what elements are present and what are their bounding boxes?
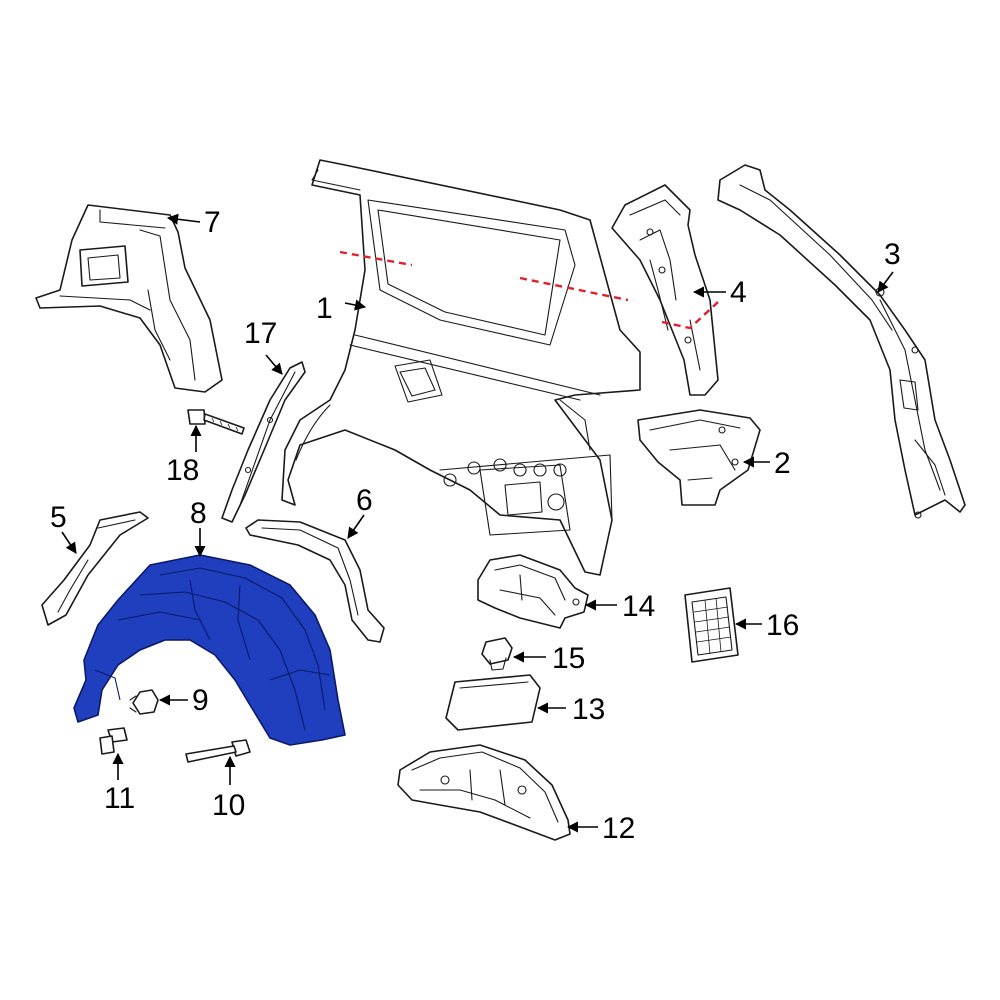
part-17-wheel-molding[interactable] <box>221 361 306 523</box>
callout-2: 2 <box>774 447 791 480</box>
part-9-push-clip[interactable] <box>129 689 159 715</box>
part-13-fuel-door[interactable] <box>445 674 541 731</box>
cut-lines <box>339 250 719 330</box>
callout-17: 17 <box>244 317 277 350</box>
callout-10: 10 <box>212 789 245 822</box>
callouts: 1 2 3 4 5 6 7 8 9 10 11 12 13 14 15 16 1… <box>50 206 901 845</box>
callout-8: 8 <box>190 497 207 530</box>
callout-12: 12 <box>602 812 635 845</box>
callout-9: 9 <box>192 684 209 717</box>
callout-5: 5 <box>50 501 67 534</box>
callout-16: 16 <box>766 609 799 642</box>
callout-1: 1 <box>316 292 333 325</box>
callout-15: 15 <box>552 642 585 675</box>
part-8-wheelhouse-liner[interactable] <box>73 554 346 746</box>
part-6-wheel-flare[interactable] <box>245 519 385 643</box>
cut-line-c <box>661 301 719 330</box>
part-18-stud-bolt[interactable] <box>187 409 245 435</box>
part-14-housing[interactable] <box>477 554 589 629</box>
part-16-vent[interactable] <box>684 587 739 663</box>
part-4-pillar-reinforcement[interactable] <box>611 184 719 396</box>
part-2-corner-bracket[interactable] <box>637 409 761 506</box>
part-7-quarter-inner-panel[interactable] <box>35 204 223 393</box>
callout-18: 18 <box>166 454 199 487</box>
part-3-pillar-rail[interactable] <box>717 164 966 519</box>
part-10-long-bolt[interactable] <box>185 739 251 763</box>
callout-11: 11 <box>104 782 135 815</box>
part-12-inner-wheelhouse[interactable] <box>397 744 571 841</box>
callout-13: 13 <box>572 693 605 726</box>
part-1-quarter-panel[interactable] <box>281 159 641 576</box>
callout-7: 7 <box>204 206 221 239</box>
part-11-screw[interactable] <box>99 727 128 755</box>
leader-lines <box>61 213 894 833</box>
callout-14: 14 <box>622 590 655 623</box>
callout-6: 6 <box>356 484 373 517</box>
part-5-bracket[interactable] <box>41 511 149 626</box>
part-15-grommet[interactable] <box>481 637 513 671</box>
cut-line-b <box>519 276 629 302</box>
callout-3: 3 <box>884 238 901 271</box>
cut-line-a <box>339 250 413 267</box>
callout-4: 4 <box>730 276 747 309</box>
